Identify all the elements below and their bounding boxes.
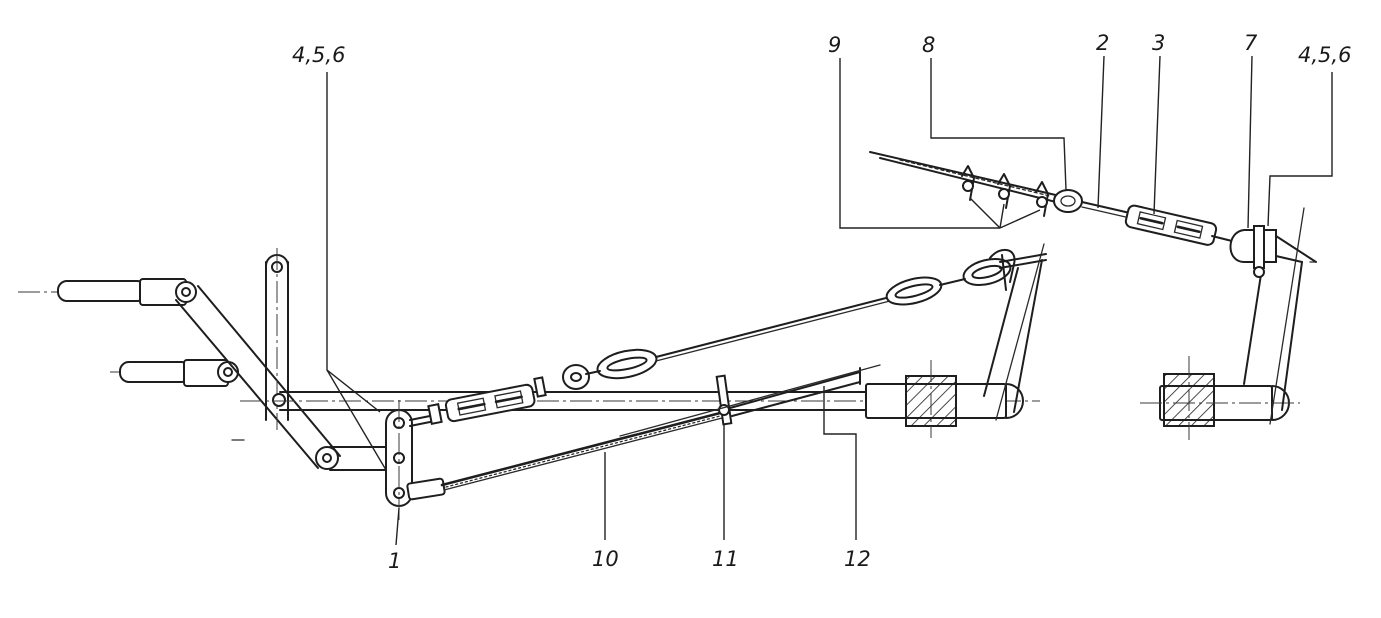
label-4-5-6-left: 4,5,6 [292, 43, 345, 67]
right-hub-section [1140, 207, 1305, 440]
label-7: 7 [1244, 31, 1258, 55]
label-2: 2 [1096, 31, 1109, 55]
label-12: 12 [844, 547, 871, 571]
callout-labels: 4,5,6 9 8 2 3 7 4,5,6 1 10 11 12 [292, 31, 1351, 573]
label-8: 8 [922, 33, 935, 57]
bracket-plate-1 [385, 400, 413, 520]
left-arm-assembly [18, 248, 1040, 471]
upper-stay-assembly [409, 248, 1047, 427]
leader-lines [326, 55, 1333, 546]
tie-rod-10 [406, 364, 881, 501]
label-1: 1 [388, 549, 401, 573]
label-9: 9 [828, 33, 841, 57]
label-3: 3 [1152, 31, 1165, 55]
label-10: 10 [592, 547, 619, 571]
label-4-5-6-right: 4,5,6 [1298, 43, 1351, 67]
upper-right-rope-assembly [869, 151, 1317, 278]
left-hub-section [865, 243, 1045, 438]
label-11: 11 [712, 547, 739, 571]
